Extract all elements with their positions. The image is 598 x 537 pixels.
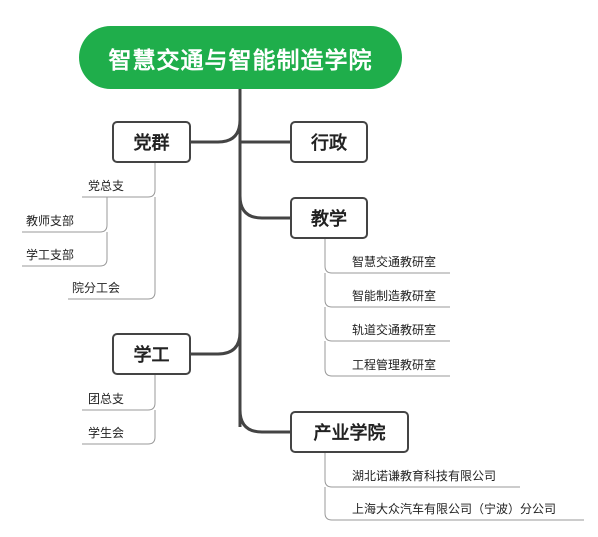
leaf-jiaoxue-0: 智慧交通教研室 (352, 255, 437, 269)
leaf-dangqun-3: 院分工会 (72, 281, 121, 295)
jiaoxue-leaf-lines (324, 238, 450, 377)
branch-jiaoxue-label: 教学 (311, 209, 347, 230)
leaf-xuegong-0: 团总支 (88, 392, 125, 406)
connector-xuegong (191, 331, 242, 356)
leaf-xuegong-1: 学生会 (88, 426, 125, 440)
dangqun-leaf-lines (22, 162, 156, 300)
leaf-chanye-0: 湖北诺谦教育科技有限公司 (352, 469, 497, 483)
branch-dangqun-label: 党群 (133, 133, 170, 154)
root-title: 智慧交通与智能制造学院 (108, 47, 373, 74)
branch-xuegong: 学工 (112, 333, 191, 375)
branch-jiaoxue: 教学 (290, 197, 368, 239)
branch-chanye: 产业学院 (290, 411, 409, 453)
branch-xingzheng-label: 行政 (311, 133, 347, 154)
leaf-jiaoxue-1: 智能制造教研室 (352, 289, 437, 303)
connector-dangqun (191, 119, 242, 144)
leaf-jiaoxue-2: 轨道交通教研室 (352, 323, 437, 337)
leaf-dangqun-2: 学工支部 (26, 248, 75, 262)
chanye-leaf-lines (324, 452, 584, 521)
branch-xingzheng: 行政 (290, 121, 368, 163)
leaf-dangqun-1: 教师支部 (26, 214, 75, 228)
connector-jiaoxue (238, 195, 290, 220)
branch-xuegong-label: 学工 (133, 345, 170, 366)
connector-chanye (238, 409, 290, 434)
leaf-chanye-1: 上海大众汽车有限公司（宁波）分公司 (352, 502, 557, 516)
branch-dangqun: 党群 (112, 121, 191, 163)
branch-chanye-label: 产业学院 (313, 423, 386, 444)
leaf-dangqun-0: 党总支 (88, 179, 125, 193)
root-node: 智慧交通与智能制造学院 (79, 26, 402, 89)
leaf-jiaoxue-3: 工程管理教研室 (352, 358, 437, 372)
xuegong-leaf-lines (82, 375, 156, 445)
